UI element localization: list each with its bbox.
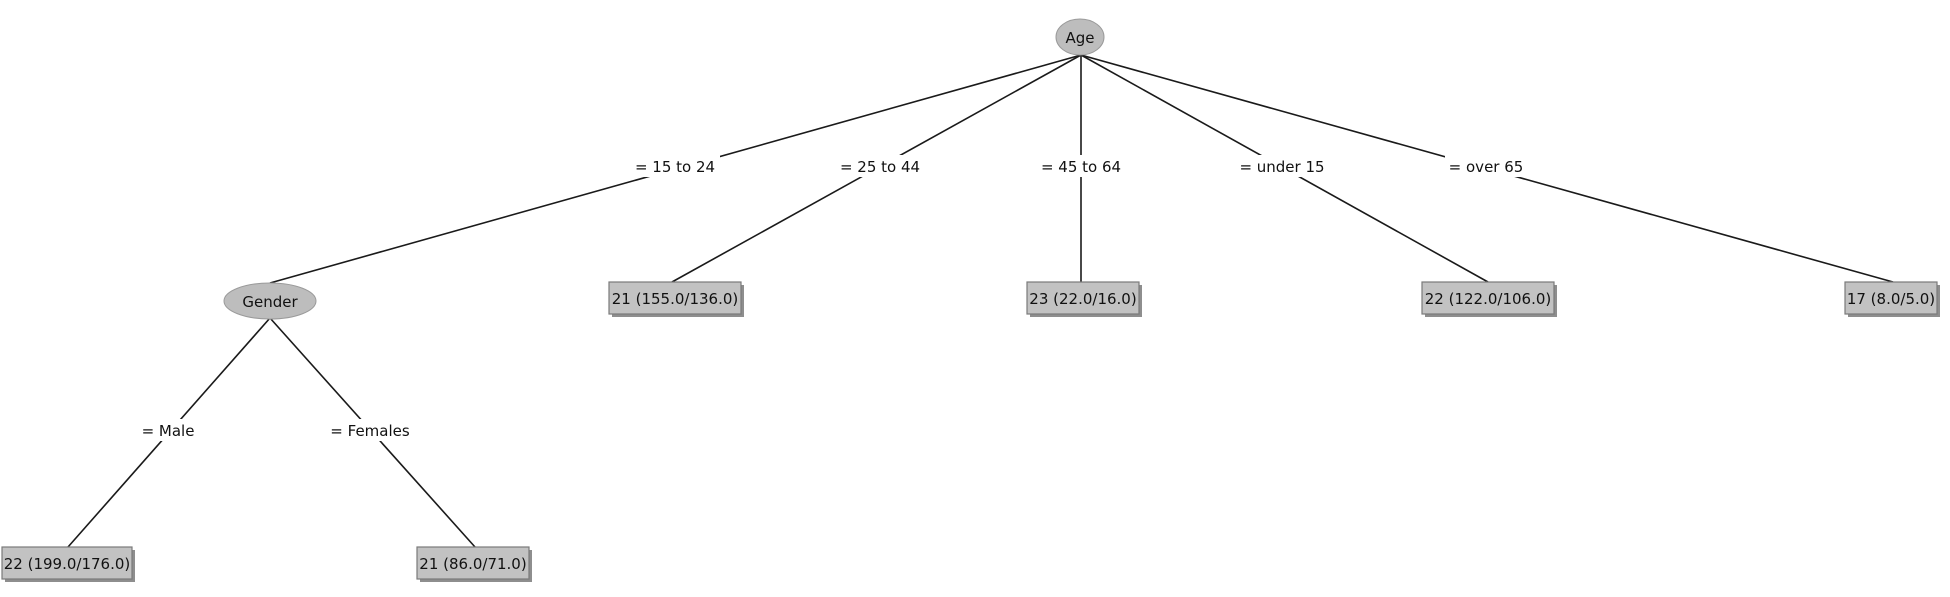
leaf-25-to-44: 21 (155.0/136.0) — [608, 281, 744, 317]
edge-labels: = 15 to 24 = 25 to 44 = 45 to 64 = under… — [137, 155, 1527, 441]
leaf-label: 23 (22.0/16.0) — [1029, 290, 1136, 308]
leaf-45-to-64: 23 (22.0/16.0) — [1026, 281, 1142, 317]
leaf-over-65: 17 (8.0/5.0) — [1844, 281, 1940, 317]
leaf-under-15: 22 (122.0/106.0) — [1421, 281, 1557, 317]
leaf-females: 21 (86.0/71.0) — [416, 546, 532, 582]
node-gender: Gender — [223, 282, 317, 320]
edge-label-text: = over 65 — [1449, 158, 1524, 176]
leaf-label: 22 (199.0/176.0) — [4, 555, 131, 573]
node-age: Age — [1055, 18, 1105, 56]
edge-label-male: = Male — [137, 419, 199, 441]
tree-edges — [67, 54, 1894, 548]
edge-label-text: = 25 to 44 — [840, 158, 920, 176]
node-age-label: Age — [1065, 29, 1094, 47]
edge-label-15-to-24: = 15 to 24 — [630, 155, 720, 177]
edge-label-text: = Male — [142, 422, 195, 440]
edge-label-text: = Females — [330, 422, 410, 440]
edge-label-45-to-64: = 45 to 64 — [1036, 155, 1126, 177]
edge-label-text: = under 15 — [1239, 158, 1324, 176]
leaf-male: 22 (199.0/176.0) — [1, 546, 135, 582]
leaf-label: 22 (122.0/106.0) — [1425, 290, 1552, 308]
leaf-label: 21 (86.0/71.0) — [419, 555, 526, 573]
edge-label-females: = Females — [324, 419, 416, 441]
node-gender-label: Gender — [242, 293, 298, 311]
edge-label-under-15: = under 15 — [1236, 155, 1328, 177]
edge-label-over-65: = over 65 — [1445, 155, 1527, 177]
edge-label-text: = 45 to 64 — [1041, 158, 1121, 176]
edge-label-25-to-44: = 25 to 44 — [835, 155, 925, 177]
leaf-label: 21 (155.0/136.0) — [612, 290, 739, 308]
leaf-label: 17 (8.0/5.0) — [1847, 290, 1935, 308]
edge-label-text: = 15 to 24 — [635, 158, 715, 176]
